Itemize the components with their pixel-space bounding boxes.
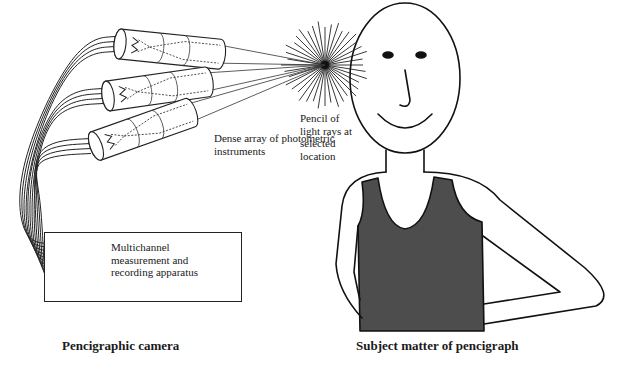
neck — [386, 150, 424, 172]
photometric-instrument — [113, 28, 227, 69]
eye — [416, 52, 426, 58]
light-ray — [299, 29, 325, 65]
box-label: Multichannel measurement and recording a… — [111, 241, 199, 279]
smile — [378, 114, 432, 128]
light-rays — [187, 22, 367, 122]
photometric-instruments — [85, 28, 227, 162]
eye — [383, 52, 393, 58]
light-ray — [325, 32, 349, 65]
light-ray — [325, 65, 358, 89]
light-ray — [318, 22, 325, 65]
tank-top — [358, 177, 484, 331]
light-ray — [325, 27, 326, 65]
sight-line — [220, 45, 325, 65]
figure-caption: Pencigraphic camera — [62, 339, 179, 354]
light-ray — [325, 59, 363, 65]
light-ray — [325, 51, 367, 65]
light-ray — [325, 65, 339, 107]
location-label: Pencil of light rays at selected locatio… — [300, 112, 360, 163]
light-ray — [294, 43, 325, 65]
photometric-instrument — [85, 97, 201, 163]
sight-line — [219, 63, 325, 65]
nose — [400, 70, 410, 106]
sight-line — [208, 65, 325, 91]
light-ray — [325, 65, 331, 103]
right-arm — [424, 172, 604, 324]
figure-caption: Subject matter of pencigraph — [356, 339, 519, 354]
head — [350, 3, 460, 153]
light-ray — [325, 65, 347, 96]
photometric-instrument — [100, 66, 215, 112]
left-arm — [336, 172, 386, 318]
light-ray — [325, 65, 363, 66]
light-ray — [312, 26, 325, 65]
subject-figure — [336, 3, 604, 331]
recording-apparatus-box: Multichannel measurement and recording a… — [44, 232, 242, 302]
light-ray — [325, 65, 326, 106]
